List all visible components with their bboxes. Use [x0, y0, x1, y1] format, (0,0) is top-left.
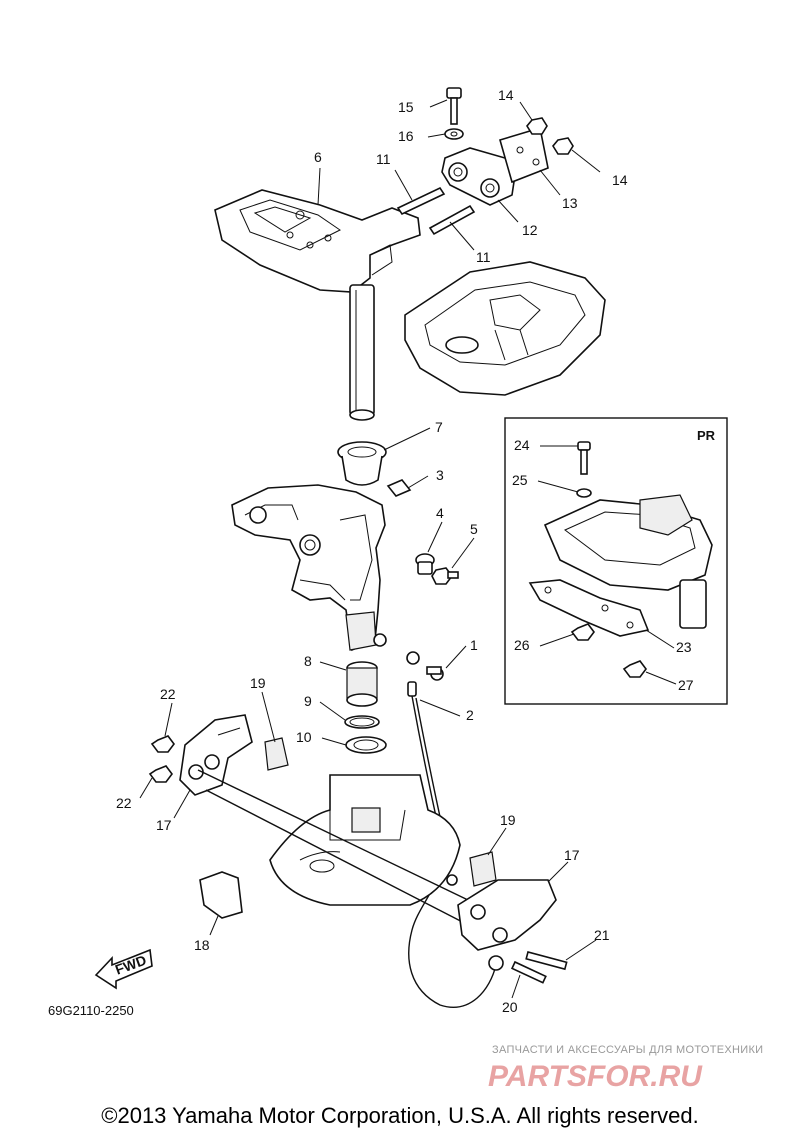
engine-base-part — [404, 261, 606, 396]
drawing-code: 69G2110-2250 — [48, 1003, 134, 1018]
callout-4: 4 — [436, 505, 444, 521]
callout-19-right: 19 — [500, 812, 516, 828]
watermark-logo: PARTSFOR.RU — [488, 1060, 703, 1093]
callout-11-lower: 11 — [476, 249, 491, 265]
callout-9: 9 — [304, 693, 312, 709]
callout-14-right: 14 — [612, 172, 628, 188]
callout-17: 17 — [156, 817, 172, 833]
callout-6: 6 — [314, 149, 322, 165]
damper-part — [344, 661, 387, 754]
pr-inset-box: PR — [504, 417, 728, 705]
watermark-text: ЗАПЧАСТИ И АКСЕССУАРЫ ДЛЯ МОТОТЕХНИКИ — [492, 1044, 764, 1056]
watermark-logo-text: PARTSFOR.RU — [488, 1060, 703, 1093]
callout-7: 7 — [435, 419, 443, 435]
callout-21: 21 — [594, 927, 610, 943]
callout-24: 24 — [514, 437, 530, 453]
callout-19: 19 — [250, 675, 266, 691]
callout-2: 2 — [466, 707, 474, 723]
callout-25: 25 — [512, 472, 528, 488]
lower-case-part — [269, 774, 461, 906]
stud-bolts-part — [396, 186, 476, 236]
leader-lines — [139, 99, 677, 999]
grease-fitting-part — [415, 553, 459, 585]
steering-arm-part — [214, 189, 421, 421]
inset-label: PR — [697, 428, 716, 443]
swivel-bracket-part — [231, 484, 387, 652]
bushing-part — [337, 441, 412, 497]
fwd-arrow-icon: FWD — [94, 948, 153, 990]
callout-3: 3 — [436, 467, 444, 483]
callout-1: 1 — [470, 637, 478, 653]
callout-5: 5 — [470, 521, 478, 537]
callout-23: 23 — [676, 639, 692, 655]
callout-labels: 15 14 16 6 11 14 13 12 11 7 3 4 5 1 8 2 … — [116, 87, 694, 1015]
callout-11: 11 — [376, 151, 391, 167]
callout-16: 16 — [398, 128, 414, 144]
callout-15: 15 — [398, 99, 414, 115]
mount-bracket-part — [441, 87, 574, 206]
callout-14: 14 — [498, 87, 514, 103]
callout-26: 26 — [514, 637, 530, 653]
clamp-bracket-part — [148, 714, 568, 984]
callout-8: 8 — [304, 653, 312, 669]
callout-13: 13 — [562, 195, 578, 211]
callout-18: 18 — [194, 937, 210, 953]
callout-22: 22 — [160, 686, 176, 702]
copyright-notice: ©2013 Yamaha Motor Corporation, U.S.A. A… — [101, 1103, 699, 1128]
callout-27: 27 — [678, 677, 694, 693]
callout-22-lower: 22 — [116, 795, 132, 811]
callout-20: 20 — [502, 999, 518, 1015]
callout-12: 12 — [522, 222, 538, 238]
callout-10: 10 — [296, 729, 312, 745]
callout-17-right: 17 — [564, 847, 580, 863]
